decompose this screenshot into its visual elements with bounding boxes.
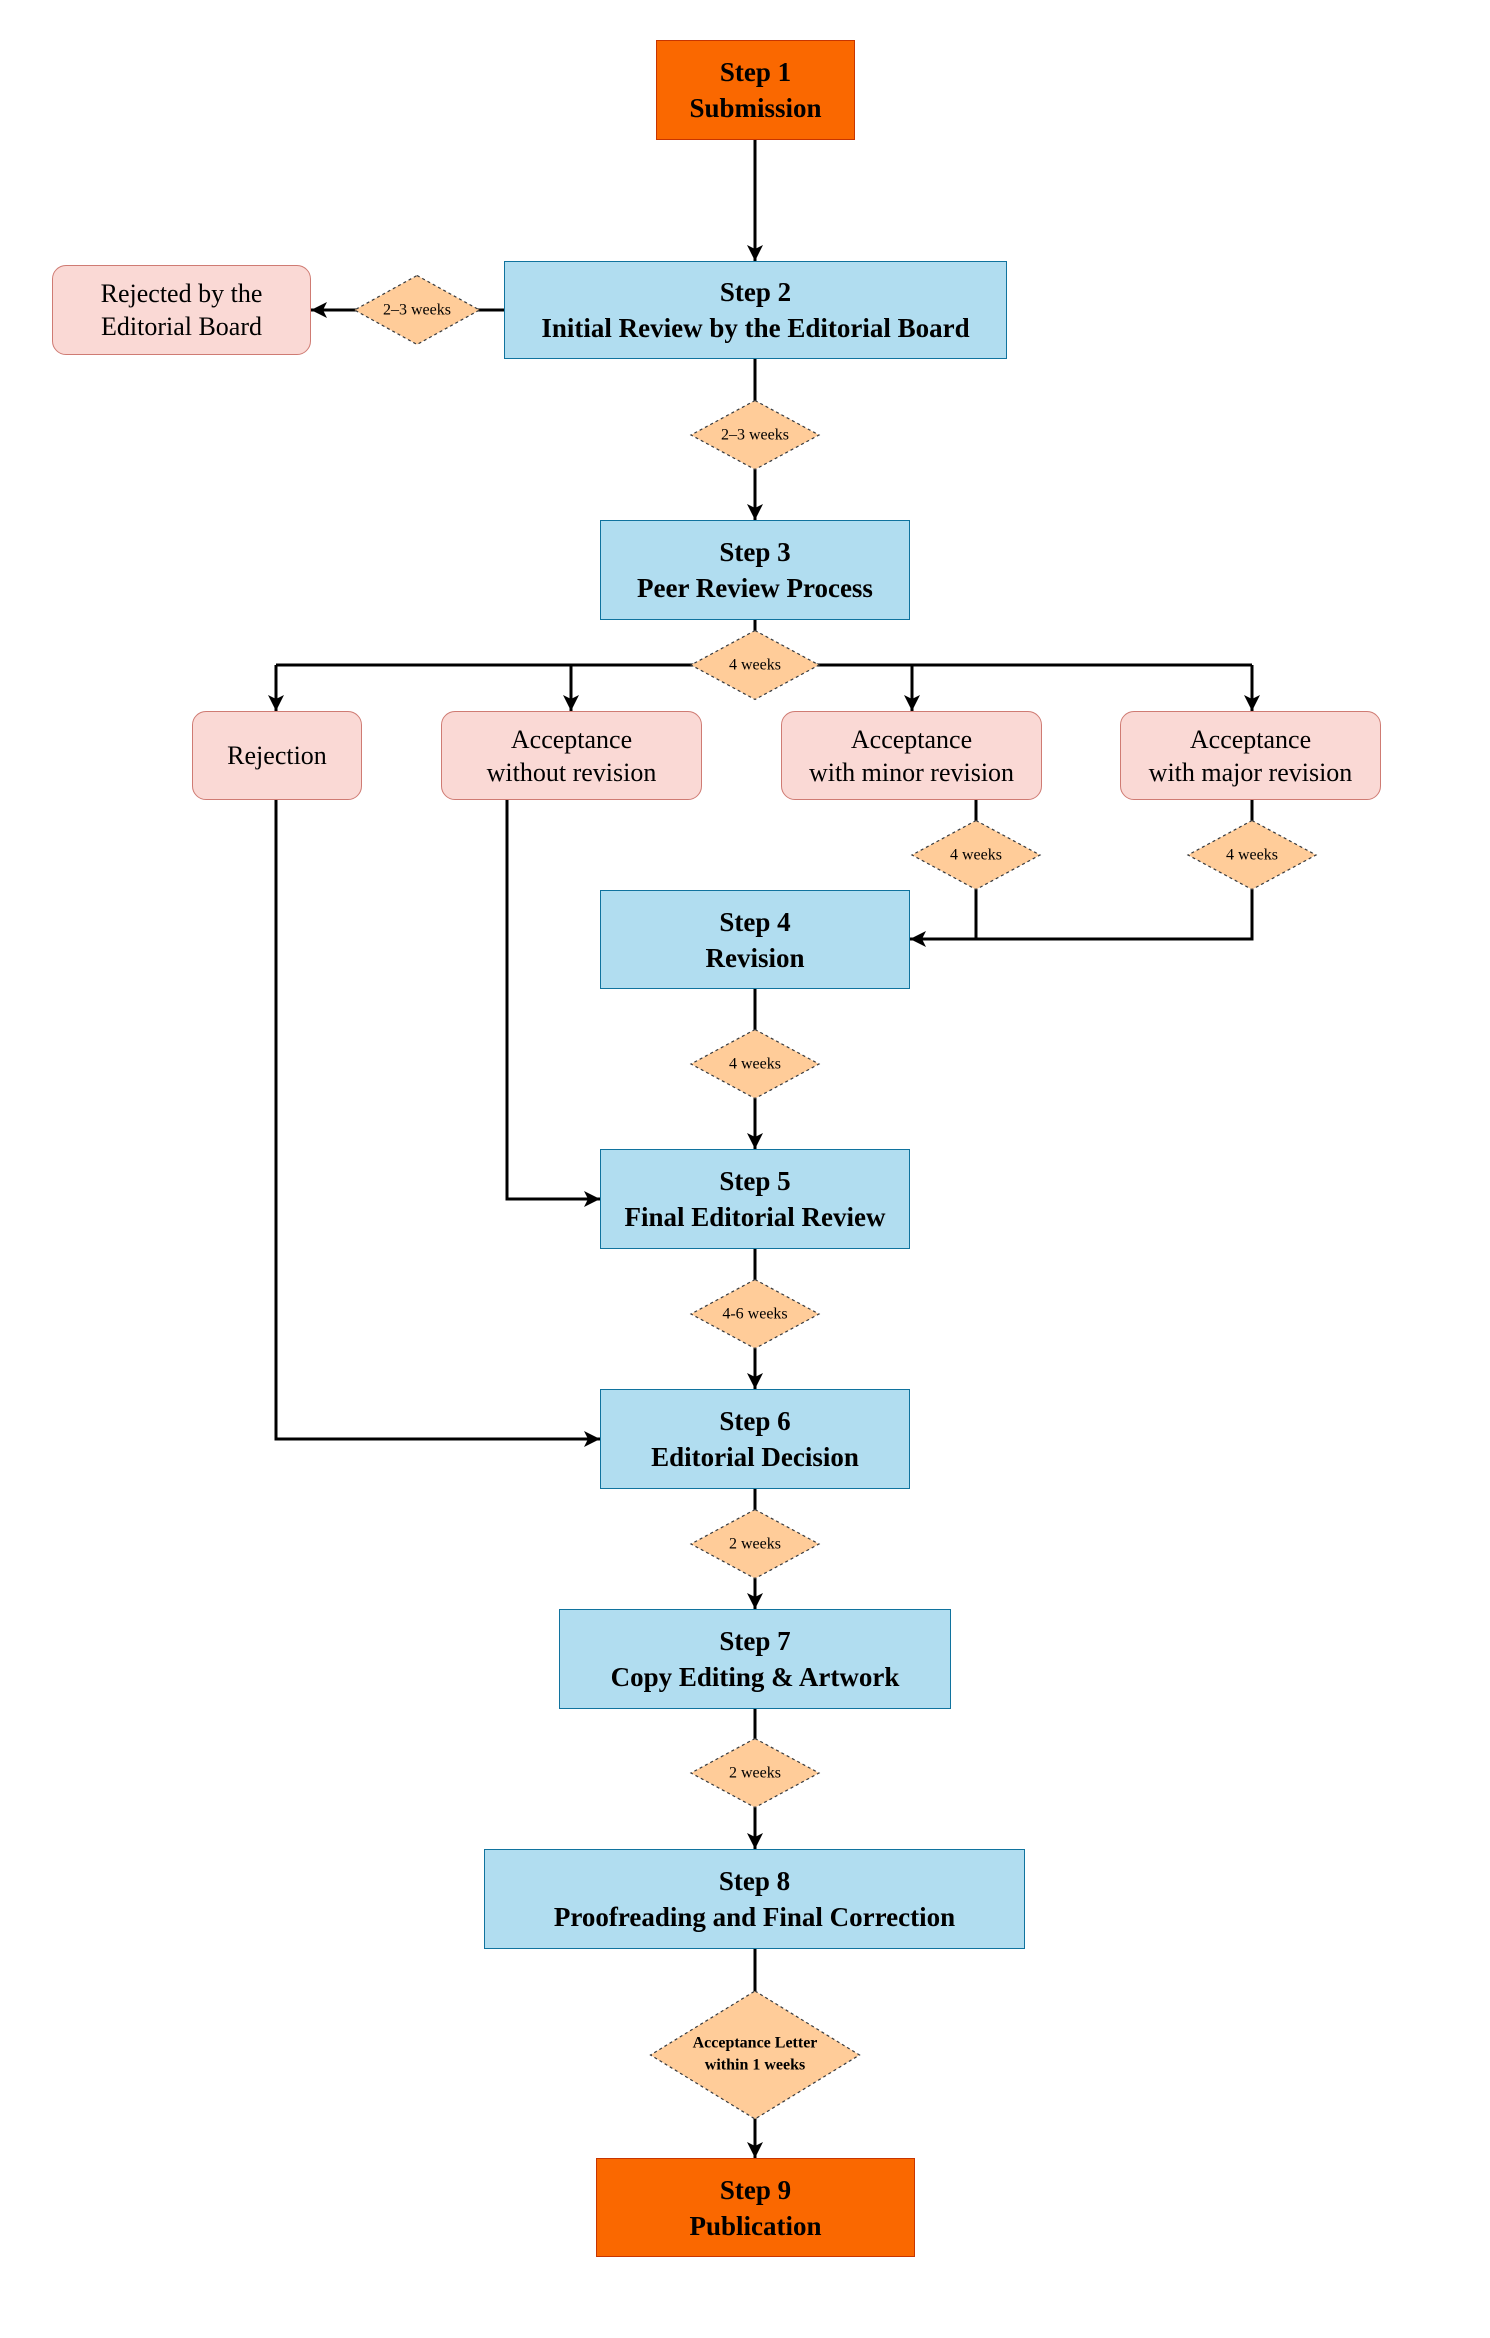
duration-label-line2: within 1 weeks	[705, 2057, 805, 2074]
step-label: Step 9	[719, 2174, 792, 2205]
arrow-rejection-to-step6	[274, 800, 600, 1447]
step-label: Step 3	[719, 537, 791, 567]
step-9-publication: Step 9 Publication	[596, 2158, 915, 2257]
duration-label: 2 weeks	[729, 1765, 781, 1782]
step-label: Step 1	[719, 57, 792, 87]
step-label: Step 7	[719, 1626, 791, 1656]
duration-diamond-peer-review: 4 weeks	[689, 629, 821, 701]
step-2-initial-review: Step 2 Initial Review by the Editorial B…	[504, 261, 1007, 359]
duration-diamond-minor-revision: 4 weeks	[910, 819, 1042, 891]
step-title: Editorial Decision	[651, 1442, 859, 1472]
step-title: Revision	[705, 942, 805, 973]
arrow-accept-without-to-step5	[505, 800, 600, 1207]
step-5-final-editorial-review: Step 5 Final Editorial Review	[600, 1149, 910, 1249]
duration-diamond-acceptance-letter: Acceptance Letter within 1 weeks	[649, 1990, 861, 2120]
step-8-proofreading: Step 8 Proofreading and Final Correction	[484, 1849, 1025, 1949]
outcome-line: without revision	[486, 757, 657, 787]
step-title: Peer Review Process	[637, 573, 873, 603]
outcome-acceptance-without-revision: Acceptance without revision	[441, 711, 702, 800]
duration-label: 4 weeks	[729, 1056, 781, 1073]
duration-diamond-copy-editing: 2 weeks	[689, 1737, 821, 1809]
duration-label: 4 weeks	[950, 847, 1002, 864]
step-label: Step 4	[719, 906, 791, 937]
step-label: Step 6	[719, 1406, 791, 1436]
duration-diamond-initial-review: 2–3 weeks	[689, 399, 821, 471]
step-title: Proofreading and Final Correction	[553, 1902, 956, 1932]
outcome-line: Acceptance	[1189, 724, 1312, 754]
outcome-line: Acceptance	[510, 724, 633, 754]
step-label: Step 5	[719, 1166, 791, 1196]
outcome-line: Rejected by the	[100, 279, 263, 308]
duration-diamond-final-review: 4-6 weeks	[689, 1278, 821, 1350]
step-title: Initial Review by the Editorial Board	[541, 313, 970, 343]
outcome-rejection: Rejection	[192, 711, 362, 800]
outcome-line: Acceptance	[850, 724, 973, 754]
step-title: Submission	[689, 93, 822, 123]
step-7-copy-editing: Step 7 Copy Editing & Artwork	[559, 1609, 951, 1709]
duration-diamond-decision: 2 weeks	[689, 1508, 821, 1580]
step-6-editorial-decision: Step 6 Editorial Decision	[600, 1389, 910, 1489]
duration-label: 4 weeks	[729, 657, 781, 674]
duration-label: 4 weeks	[1226, 847, 1278, 864]
step-title: Copy Editing & Artwork	[610, 1662, 900, 1692]
step-4-revision: Step 4 Revision	[600, 890, 910, 989]
outcome-line: with minor revision	[808, 757, 1015, 787]
outcome-acceptance-minor-revision: Acceptance with minor revision	[781, 711, 1042, 800]
duration-label: 2–3 weeks	[383, 302, 451, 319]
duration-diamond-revision: 4 weeks	[689, 1028, 821, 1100]
duration-label: 4-6 weeks	[722, 1306, 787, 1323]
duration-label: 2 weeks	[729, 1536, 781, 1553]
duration-diamond-major-revision: 4 weeks	[1186, 819, 1318, 891]
step-title: Final Editorial Review	[624, 1202, 886, 1232]
duration-label-line1: Acceptance Letter	[693, 2035, 818, 2052]
outcome-rejected-by-board: Rejected by the Editorial Board	[52, 265, 311, 355]
step-title: Publication	[689, 2210, 822, 2241]
outcome-acceptance-major-revision: Acceptance with major revision	[1120, 711, 1381, 800]
outcome-line: Rejection	[227, 741, 327, 770]
outcome-line: Editorial Board	[100, 312, 262, 341]
step-1-submission: Step 1 Submission	[656, 40, 855, 140]
step-3-peer-review: Step 3 Peer Review Process	[600, 520, 910, 620]
duration-label: 2–3 weeks	[721, 427, 789, 444]
outcome-line: with major revision	[1148, 757, 1353, 787]
step-label: Step 2	[719, 277, 792, 307]
duration-diamond-board-rejection: 2–3 weeks	[353, 274, 481, 346]
step-label: Step 8	[718, 1866, 791, 1896]
